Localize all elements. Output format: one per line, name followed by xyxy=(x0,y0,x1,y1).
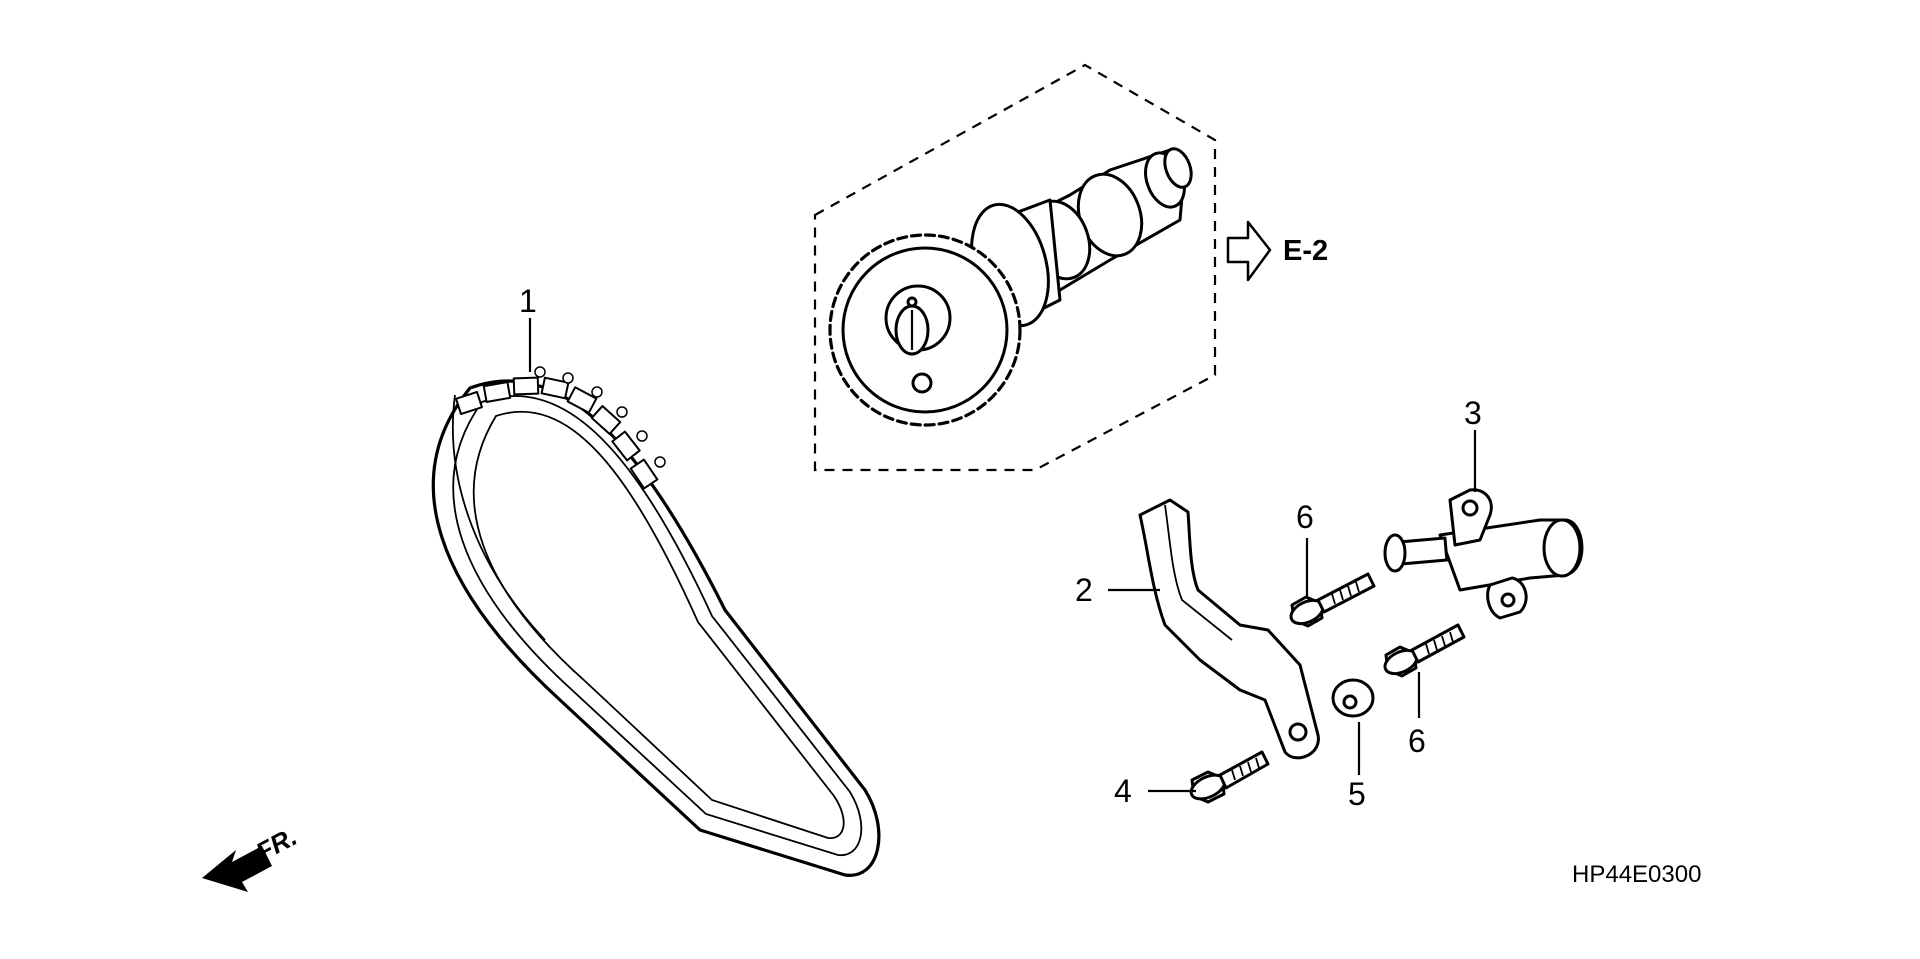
callout-6-upper: 6 xyxy=(1296,499,1314,535)
cam-sprocket xyxy=(828,233,1022,427)
bolt-6-upper xyxy=(1289,572,1376,628)
front-arrow xyxy=(202,846,272,892)
chain-links xyxy=(455,366,666,490)
drawing-code: HP44E0300 xyxy=(1572,861,1701,888)
bolt-4 xyxy=(1189,750,1270,804)
tensioner-lifter xyxy=(1383,488,1584,620)
callout-3: 3 xyxy=(1464,395,1482,431)
camshaft-assembly xyxy=(813,63,1217,472)
callout-4: 4 xyxy=(1114,773,1132,809)
assembly-boundary xyxy=(813,63,1217,472)
callout-6-lower: 6 xyxy=(1408,723,1426,759)
front-indicator: FR. xyxy=(202,821,302,892)
tensioner-arm xyxy=(1138,498,1320,760)
bolt-6-lower xyxy=(1383,623,1466,678)
callout-5: 5 xyxy=(1348,776,1366,812)
cam-chain xyxy=(431,366,881,877)
reference-label: E-2 xyxy=(1283,235,1328,267)
callout-2: 2 xyxy=(1075,572,1093,608)
washer-5 xyxy=(1331,678,1375,718)
callout-1: 1 xyxy=(519,283,537,319)
reference-arrow-e2: E-2 xyxy=(1226,220,1328,282)
